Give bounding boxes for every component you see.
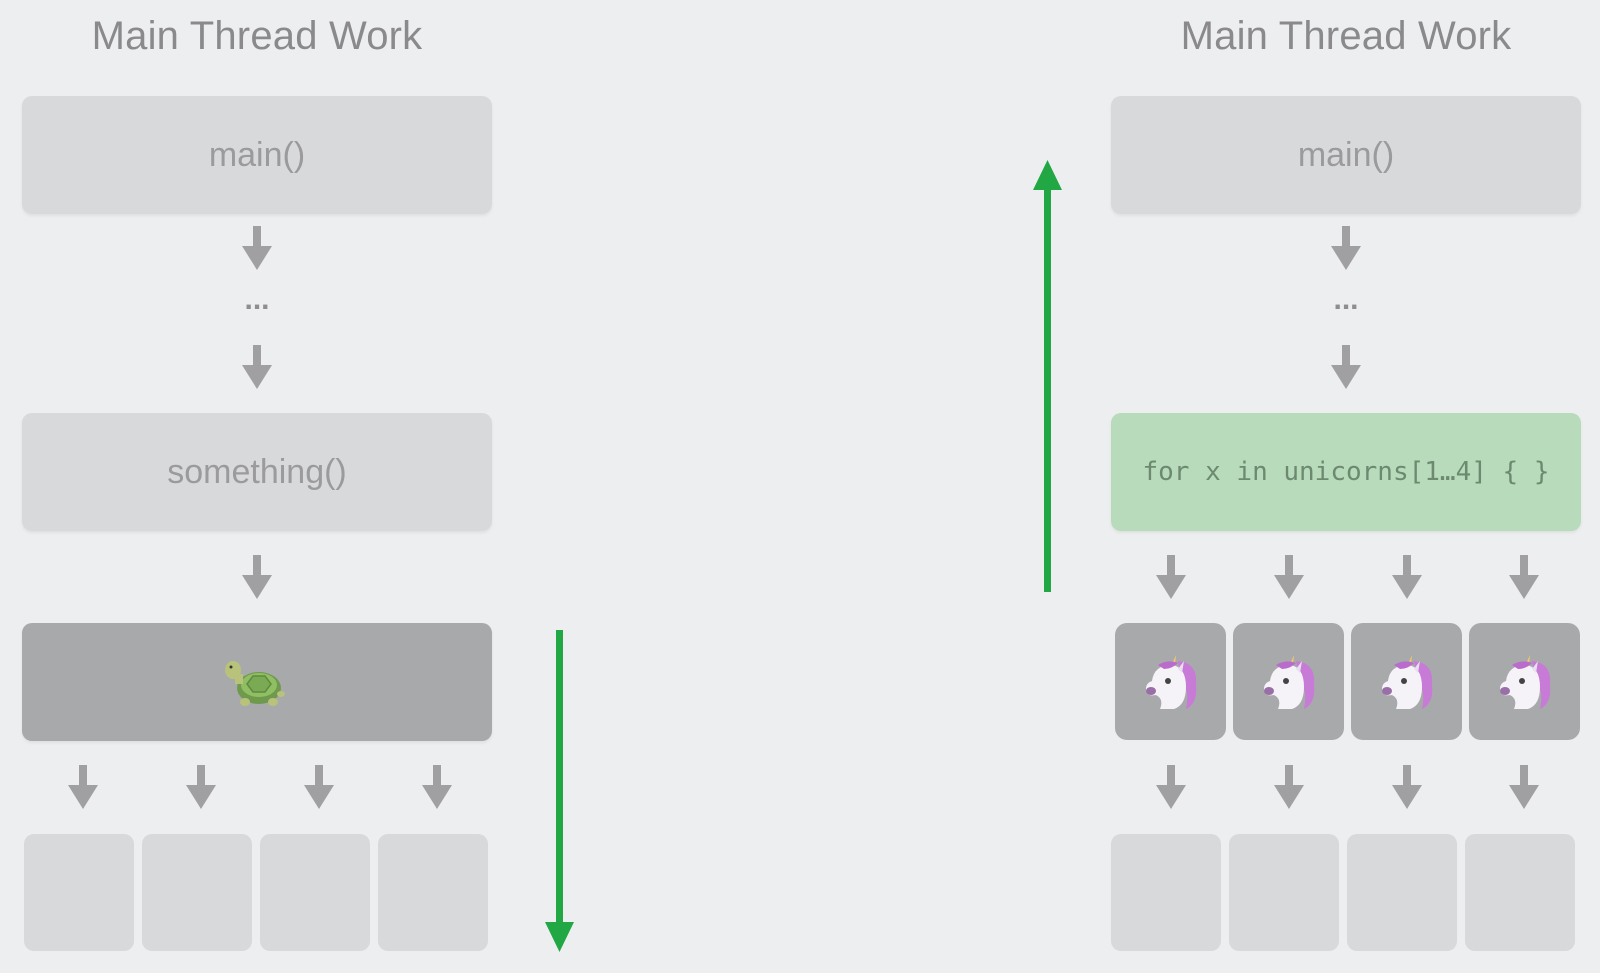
right-bottom-arrow-3	[1392, 765, 1422, 809]
right-worker-box-4	[1469, 623, 1580, 740]
right-arrow-2	[1331, 345, 1361, 389]
right-task-box-1	[1111, 834, 1221, 951]
right-ellipsis: ...	[1333, 283, 1359, 316]
left-ellipsis: ...	[244, 283, 270, 316]
left-task-box-4	[378, 834, 488, 951]
right-loop-box: for x in unicorns[1…4] { }	[1111, 413, 1581, 531]
green-down-arrow	[545, 630, 575, 952]
left-slow-box	[22, 623, 492, 741]
right-split-arrow-2	[1274, 555, 1304, 599]
right-loop-label: for x in unicorns[1…4] { }	[1142, 457, 1550, 487]
left-arrow-3	[242, 555, 272, 599]
unicorn-icon	[1492, 651, 1558, 713]
right-arrow-1	[1331, 226, 1361, 270]
left-split-arrow-3	[304, 765, 334, 809]
right-split-arrow-1	[1156, 555, 1186, 599]
right-main-box: main()	[1111, 96, 1581, 214]
right-split-arrow-4	[1509, 555, 1539, 599]
right-worker-box-3	[1351, 623, 1462, 740]
unicorn-icon	[1374, 651, 1440, 713]
unicorn-icon	[1256, 651, 1322, 713]
left-split-arrow-4	[422, 765, 452, 809]
right-worker-box-1	[1115, 623, 1226, 740]
right-main-label: main()	[1297, 135, 1395, 174]
right-bottom-arrow-4	[1509, 765, 1539, 809]
right-title: Main Thread Work	[1180, 14, 1512, 58]
left-title: Main Thread Work	[91, 14, 423, 58]
right-split-arrow-3	[1392, 555, 1422, 599]
right-bottom-arrow-1	[1156, 765, 1186, 809]
left-split-arrow-2	[186, 765, 216, 809]
left-arrow-2	[242, 345, 272, 389]
left-split-arrow-1	[68, 765, 98, 809]
left-something-box: something()	[22, 413, 492, 531]
right-task-box-3	[1347, 834, 1457, 951]
right-bottom-arrow-2	[1274, 765, 1304, 809]
green-up-arrow	[1033, 160, 1063, 592]
left-something-label: something()	[167, 452, 347, 491]
left-task-box-1	[24, 834, 134, 951]
left-main-box: main()	[22, 96, 492, 214]
left-main-label: main()	[208, 135, 306, 174]
left-task-box-3	[260, 834, 370, 951]
right-worker-box-2	[1233, 623, 1344, 740]
turtle-icon	[221, 652, 293, 712]
right-task-box-4	[1465, 834, 1575, 951]
left-arrow-1	[242, 226, 272, 270]
left-task-box-2	[142, 834, 252, 951]
right-task-box-2	[1229, 834, 1339, 951]
unicorn-icon	[1138, 651, 1204, 713]
